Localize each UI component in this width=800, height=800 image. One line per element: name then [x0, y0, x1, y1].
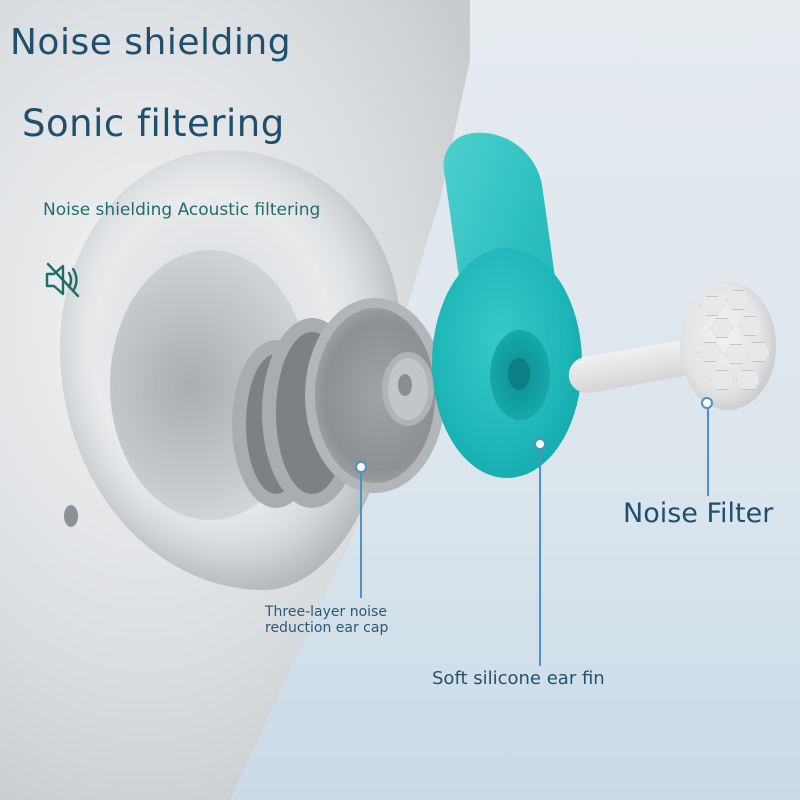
- speaker-mute-icon: [45, 262, 80, 298]
- subtitle: Noise shielding Acoustic filtering: [43, 200, 321, 220]
- filter-hex-pattern: [726, 290, 750, 310]
- filter-leader-line: [707, 408, 709, 496]
- ear-fin-leader-line: [539, 450, 541, 666]
- ear-cap-label: Three-layer noise reduction ear cap: [265, 604, 388, 636]
- noise-filter-label: Noise Filter: [623, 498, 774, 529]
- ear-cap-leader-line: [360, 470, 362, 598]
- headline-line-2: Sonic filtering: [22, 102, 285, 145]
- ear-canal: [64, 505, 78, 527]
- filter-hex-pattern: [698, 342, 722, 362]
- ear-fin-marker: [534, 438, 546, 450]
- filter-hex-pattern: [738, 316, 762, 336]
- filter-hex-pattern: [710, 370, 734, 390]
- ear-cap-label-line-1: Three-layer noise: [265, 604, 387, 620]
- filter-marker: [701, 397, 713, 409]
- filter-hex-pattern: [746, 342, 770, 362]
- filter-hex-pattern: [700, 296, 724, 316]
- headline-line-1: Noise shielding: [10, 22, 292, 63]
- ear-cap-label-line-2: reduction ear cap: [265, 620, 389, 636]
- filter-hex-pattern: [710, 318, 734, 338]
- noise-filter-disc: [680, 282, 776, 410]
- filter-hex-pattern: [736, 370, 760, 390]
- ear-fin-opening: [490, 330, 550, 420]
- ear-fin-label: Soft silicone ear fin: [432, 668, 605, 689]
- ear-cap-tube: [382, 352, 434, 426]
- ear-cap-marker: [355, 461, 367, 473]
- filter-hex-pattern: [724, 344, 748, 364]
